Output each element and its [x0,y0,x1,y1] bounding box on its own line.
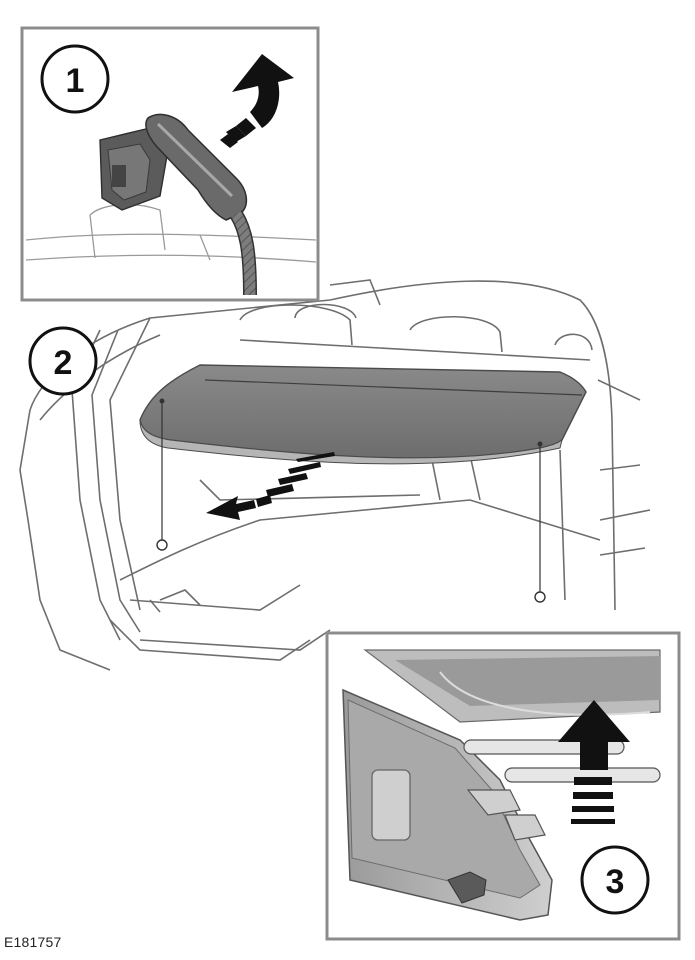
svg-text:1: 1 [66,62,85,100]
callout-3: 3 [580,845,650,915]
callout-2: 2 [28,326,98,396]
pull-arrow [206,452,335,520]
lift-arrow [220,54,294,148]
push-up-arrow [558,700,630,824]
callout-1: 1 [40,44,110,114]
figure-code: E181757 [4,934,62,950]
svg-text:3: 3 [606,863,625,901]
cargo-area-drawing [19,279,651,671]
svg-text:2: 2 [54,344,73,382]
inset-panel-3: 3 [325,631,681,941]
load-space-cover [139,364,587,603]
inset-panel-1: 1 [20,26,320,302]
